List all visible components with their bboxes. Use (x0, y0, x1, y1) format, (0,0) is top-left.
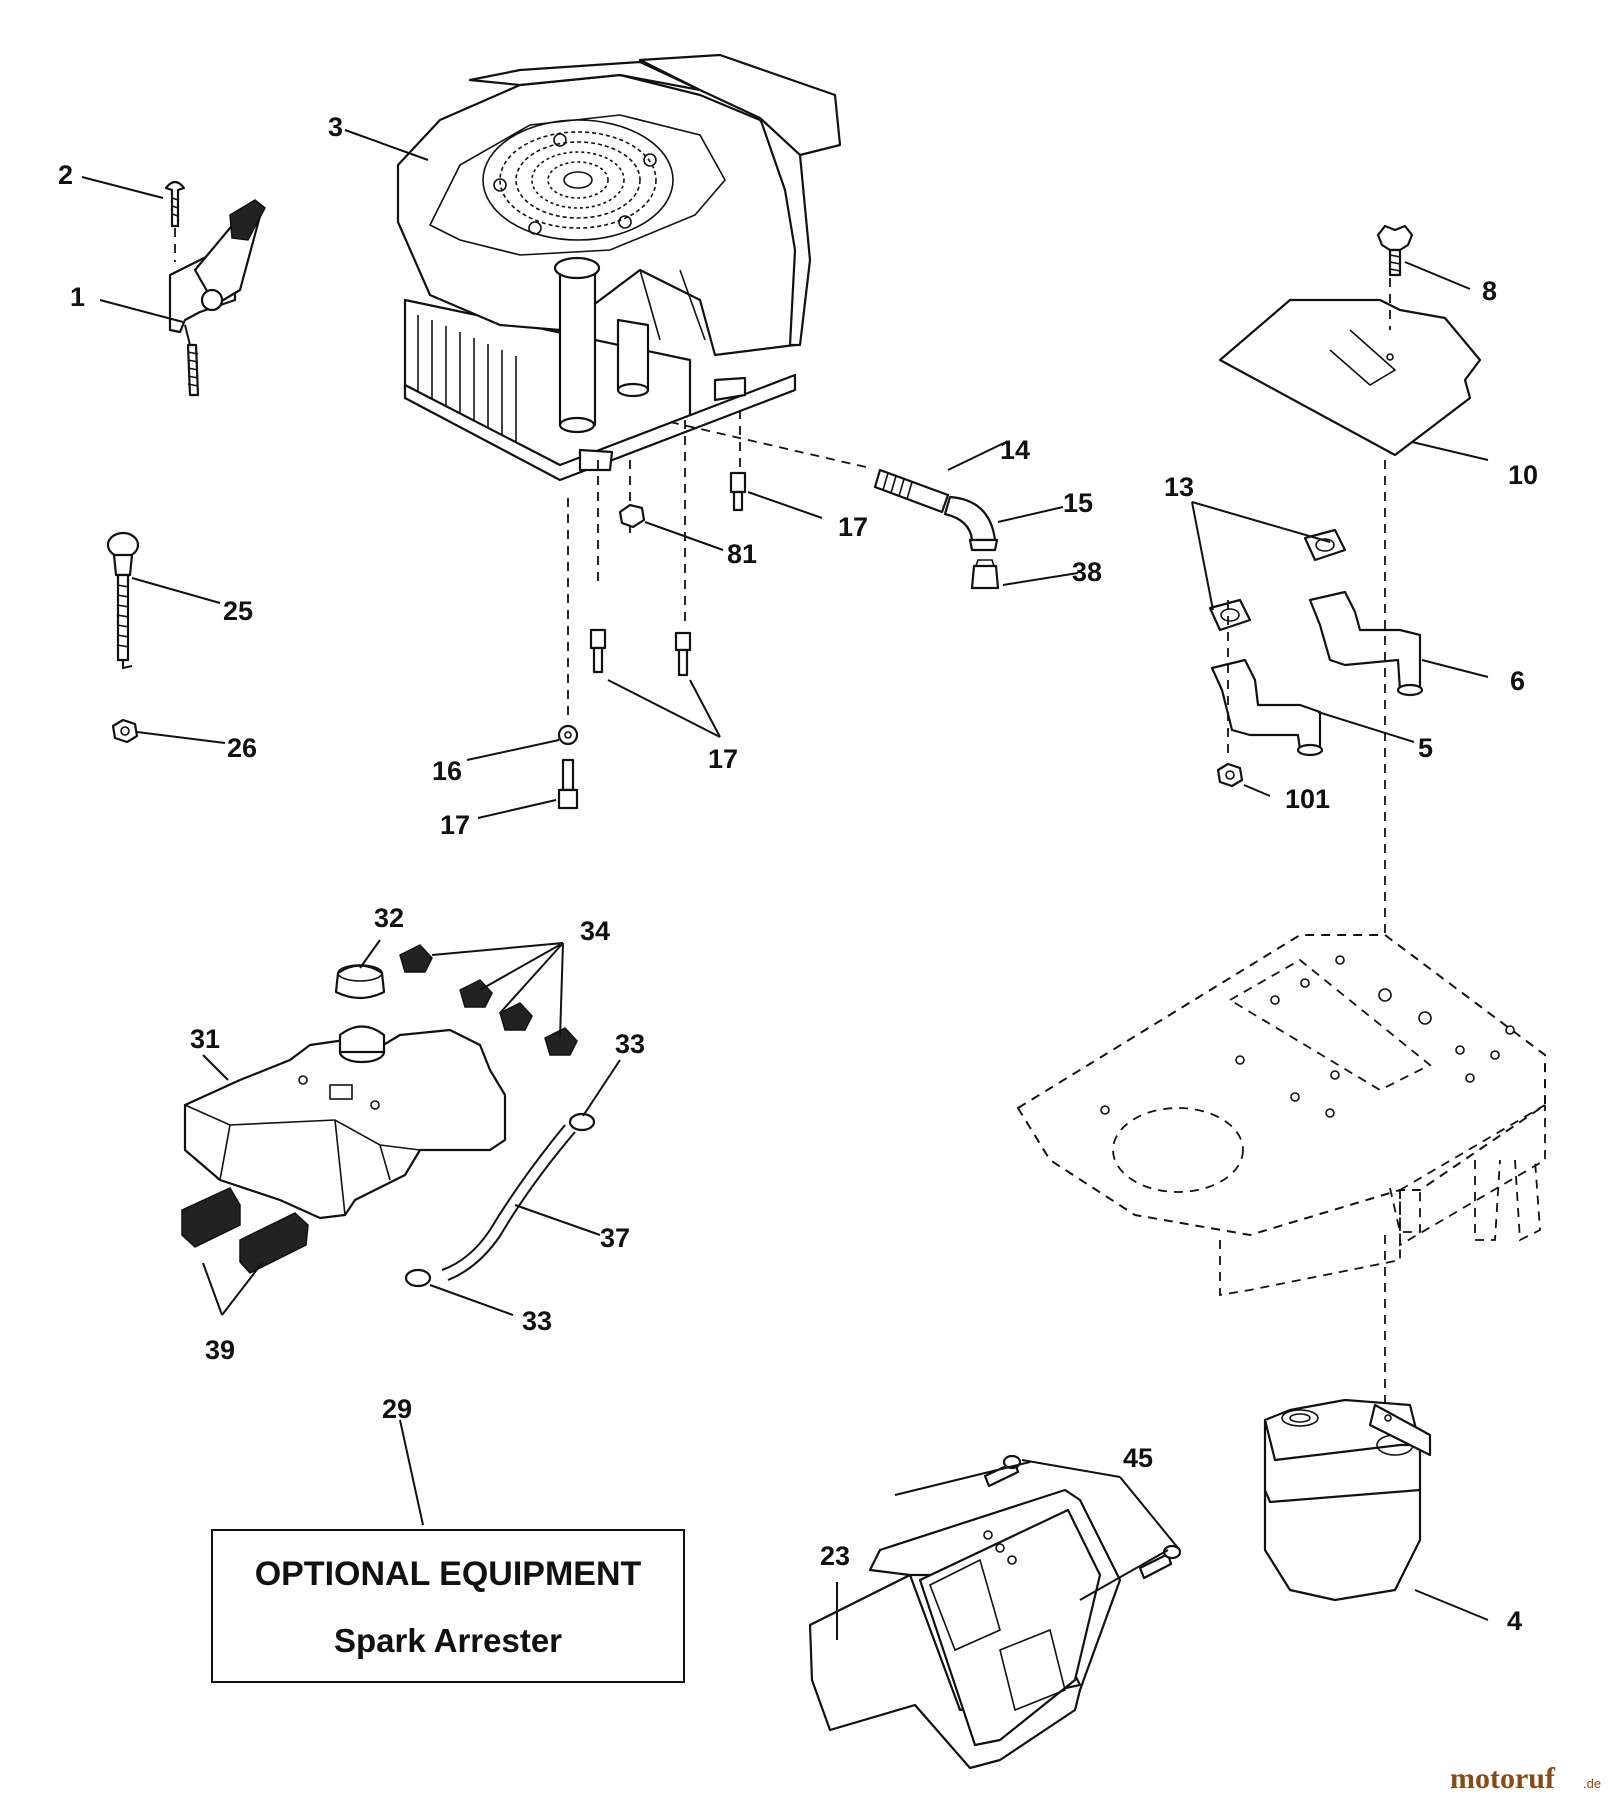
callout-33a: 33 (615, 1029, 645, 1059)
callout-17b: 17 (708, 744, 738, 774)
leader-lines (81, 129, 1489, 1640)
watermark-brand: motoruf (1450, 1762, 1556, 1795)
spark-arrester-label: Spark Arrester (334, 1622, 562, 1659)
optional-equipment-box: OPTIONAL EQUIPMENT Spark Arrester (211, 1529, 685, 1683)
watermark-suffix: .de (1583, 1776, 1601, 1791)
callout-5: 5 (1418, 733, 1433, 763)
callout-39: 39 (205, 1335, 235, 1365)
engine-hardware (557, 410, 1000, 810)
exhaust-pipes (1208, 528, 1424, 788)
callout-3: 3 (328, 112, 343, 142)
callout-31: 31 (190, 1024, 220, 1054)
callout-1: 1 (70, 282, 85, 312)
callout-45: 45 (1123, 1443, 1153, 1473)
callout-13: 13 (1164, 472, 1194, 502)
callout-32: 32 (374, 903, 404, 933)
callout-17a: 17 (838, 512, 868, 542)
muffler (1263, 1398, 1432, 1602)
throttle-control (164, 180, 266, 397)
callout-101: 101 (1285, 784, 1330, 814)
callout-33b: 33 (522, 1306, 552, 1336)
callout-4: 4 (1507, 1606, 1522, 1636)
optional-equipment-title: OPTIONAL EQUIPMENT (255, 1555, 642, 1593)
watermark: motoruf .de (1450, 1762, 1601, 1795)
callout-16: 16 (432, 756, 462, 786)
callout-6: 6 (1510, 666, 1525, 696)
tractor-frame (1016, 460, 1546, 1415)
callout-8: 8 (1482, 276, 1497, 306)
air-filter-assembly (181, 944, 596, 1288)
callout-10: 10 (1508, 460, 1538, 490)
engine (396, 53, 842, 482)
callout-23: 23 (820, 1541, 850, 1571)
callout-15: 15 (1063, 488, 1093, 518)
callout-17c: 17 (440, 810, 470, 840)
heat-shield (1218, 224, 1482, 457)
callout-34: 34 (580, 916, 610, 946)
callout-37: 37 (600, 1223, 630, 1253)
callout-14: 14 (1000, 435, 1030, 465)
choke-control (106, 531, 140, 744)
callout-labels: 1 2 3 4 5 6 8 10 13 14 15 16 17 17 17 17… (58, 112, 1538, 1636)
spark-arrester-screen (808, 1454, 1182, 1770)
callout-81: 81 (727, 539, 757, 569)
callout-2: 2 (58, 160, 73, 190)
callout-25: 25 (223, 596, 253, 626)
callout-38: 38 (1072, 557, 1102, 587)
callout-26: 26 (227, 733, 257, 763)
callout-29: 29 (382, 1394, 412, 1424)
